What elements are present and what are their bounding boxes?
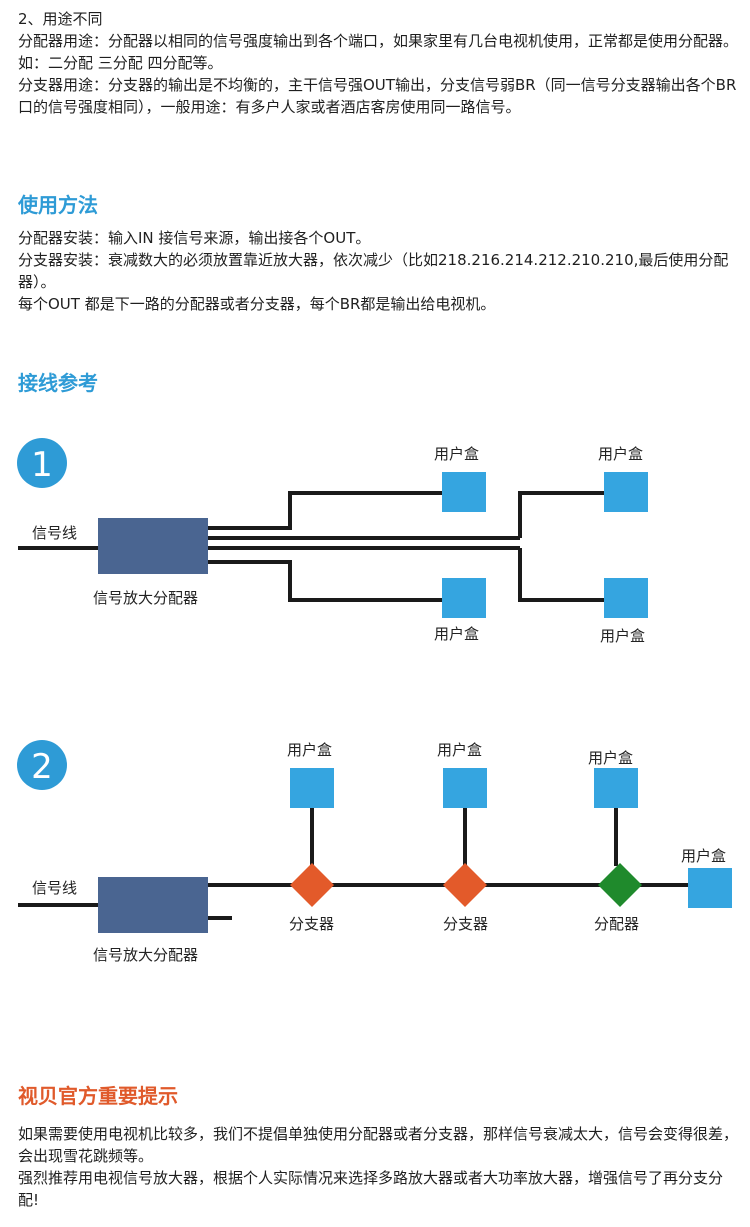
user-box: [443, 768, 487, 808]
user-box: [604, 578, 648, 618]
tap-use-text: 分支器用途：分支器的输出是不均衡的，主干信号强OUT输出，分支信号弱BR（同一信…: [18, 76, 737, 116]
diagram-2: 2 信号线 信号放大分配器 分支器 分支器 分配器 用户盒 用户盒 用户盒 用户…: [17, 740, 732, 964]
user-box: [290, 768, 334, 808]
notice-line: 强烈推荐用电视信号放大器，根据个人实际情况来选择多路放大器或者大功率放大器，增强…: [18, 1169, 724, 1209]
diagram-2-number: 2: [31, 747, 53, 787]
user-box: [604, 472, 648, 512]
user-box-label: 用户盒: [437, 741, 482, 759]
user-box: [442, 578, 486, 618]
user-box: [442, 472, 486, 512]
usage-title: 使用方法: [18, 193, 98, 217]
diagram-1-wires: [18, 491, 604, 602]
diagram-2-amplifier-box: [98, 877, 208, 933]
usage-line: 分配器安装：输入IN 接信号来源，输出接各个OUT。: [18, 229, 371, 247]
diagram-2-signal-label: 信号线: [32, 879, 77, 897]
user-box-label: 用户盒: [600, 627, 645, 645]
usage-line: 分支器安装：衰减数大的必须放置靠近放大器，依次减少（比如218.216.214.…: [18, 251, 729, 291]
user-box-label: 用户盒: [588, 749, 633, 767]
splitter-use-text: 分配器用途：分配器以相同的信号强度输出到各个端口，如果家里有几台电视机使用，正常…: [18, 32, 739, 72]
tap-node: [290, 863, 334, 907]
diagram-2-number-badge: [17, 740, 67, 790]
user-box-label: 用户盒: [434, 445, 479, 463]
node-label: 分支器: [443, 915, 488, 933]
intro-section: 2、用途不同 分配器用途：分配器以相同的信号强度输出到各个端口，如果家里有几台电…: [18, 8, 738, 118]
user-box-label: 用户盒: [598, 445, 643, 463]
user-box: [594, 768, 638, 808]
diagram-1-number: 1: [31, 445, 53, 485]
diagram-2-amp-label: 信号放大分配器: [93, 946, 198, 964]
diagram-1-amp-label: 信号放大分配器: [93, 589, 198, 607]
node-label: 分配器: [594, 915, 639, 933]
user-box-label: 用户盒: [681, 847, 726, 865]
diagram-1: 1 信号线 信号放大分配器 用户盒 用户盒 用户盒 用户盒: [17, 438, 648, 645]
diagram-1-signal-label: 信号线: [32, 524, 77, 542]
notice-title: 视贝官方重要提示: [18, 1084, 178, 1108]
notice-section: 如果需要使用电视机比较多，我们不提倡单独使用分配器或者分支器，那样信号衰减太大，…: [18, 1123, 738, 1211]
usage-line: 每个OUT 都是下一路的分配器或者分支器，每个BR都是输出给电视机。: [18, 295, 496, 313]
splitter-node: [598, 863, 642, 907]
diagram-1-number-badge: [17, 438, 67, 488]
wiring-title: 接线参考: [18, 371, 98, 395]
usage-section: 分配器安装：输入IN 接信号来源，输出接各个OUT。 分支器安装：衰减数大的必须…: [18, 227, 738, 315]
node-label: 分支器: [289, 915, 334, 933]
diagram-1-amplifier-box: [98, 518, 208, 574]
user-box-label: 用户盒: [434, 625, 479, 643]
tap-node: [443, 863, 487, 907]
user-box-label: 用户盒: [287, 741, 332, 759]
notice-line: 如果需要使用电视机比较多，我们不提倡单独使用分配器或者分支器，那样信号衰减太大，…: [18, 1125, 739, 1165]
intro-section-title: 2、用途不同: [18, 10, 103, 28]
user-box: [688, 868, 732, 908]
